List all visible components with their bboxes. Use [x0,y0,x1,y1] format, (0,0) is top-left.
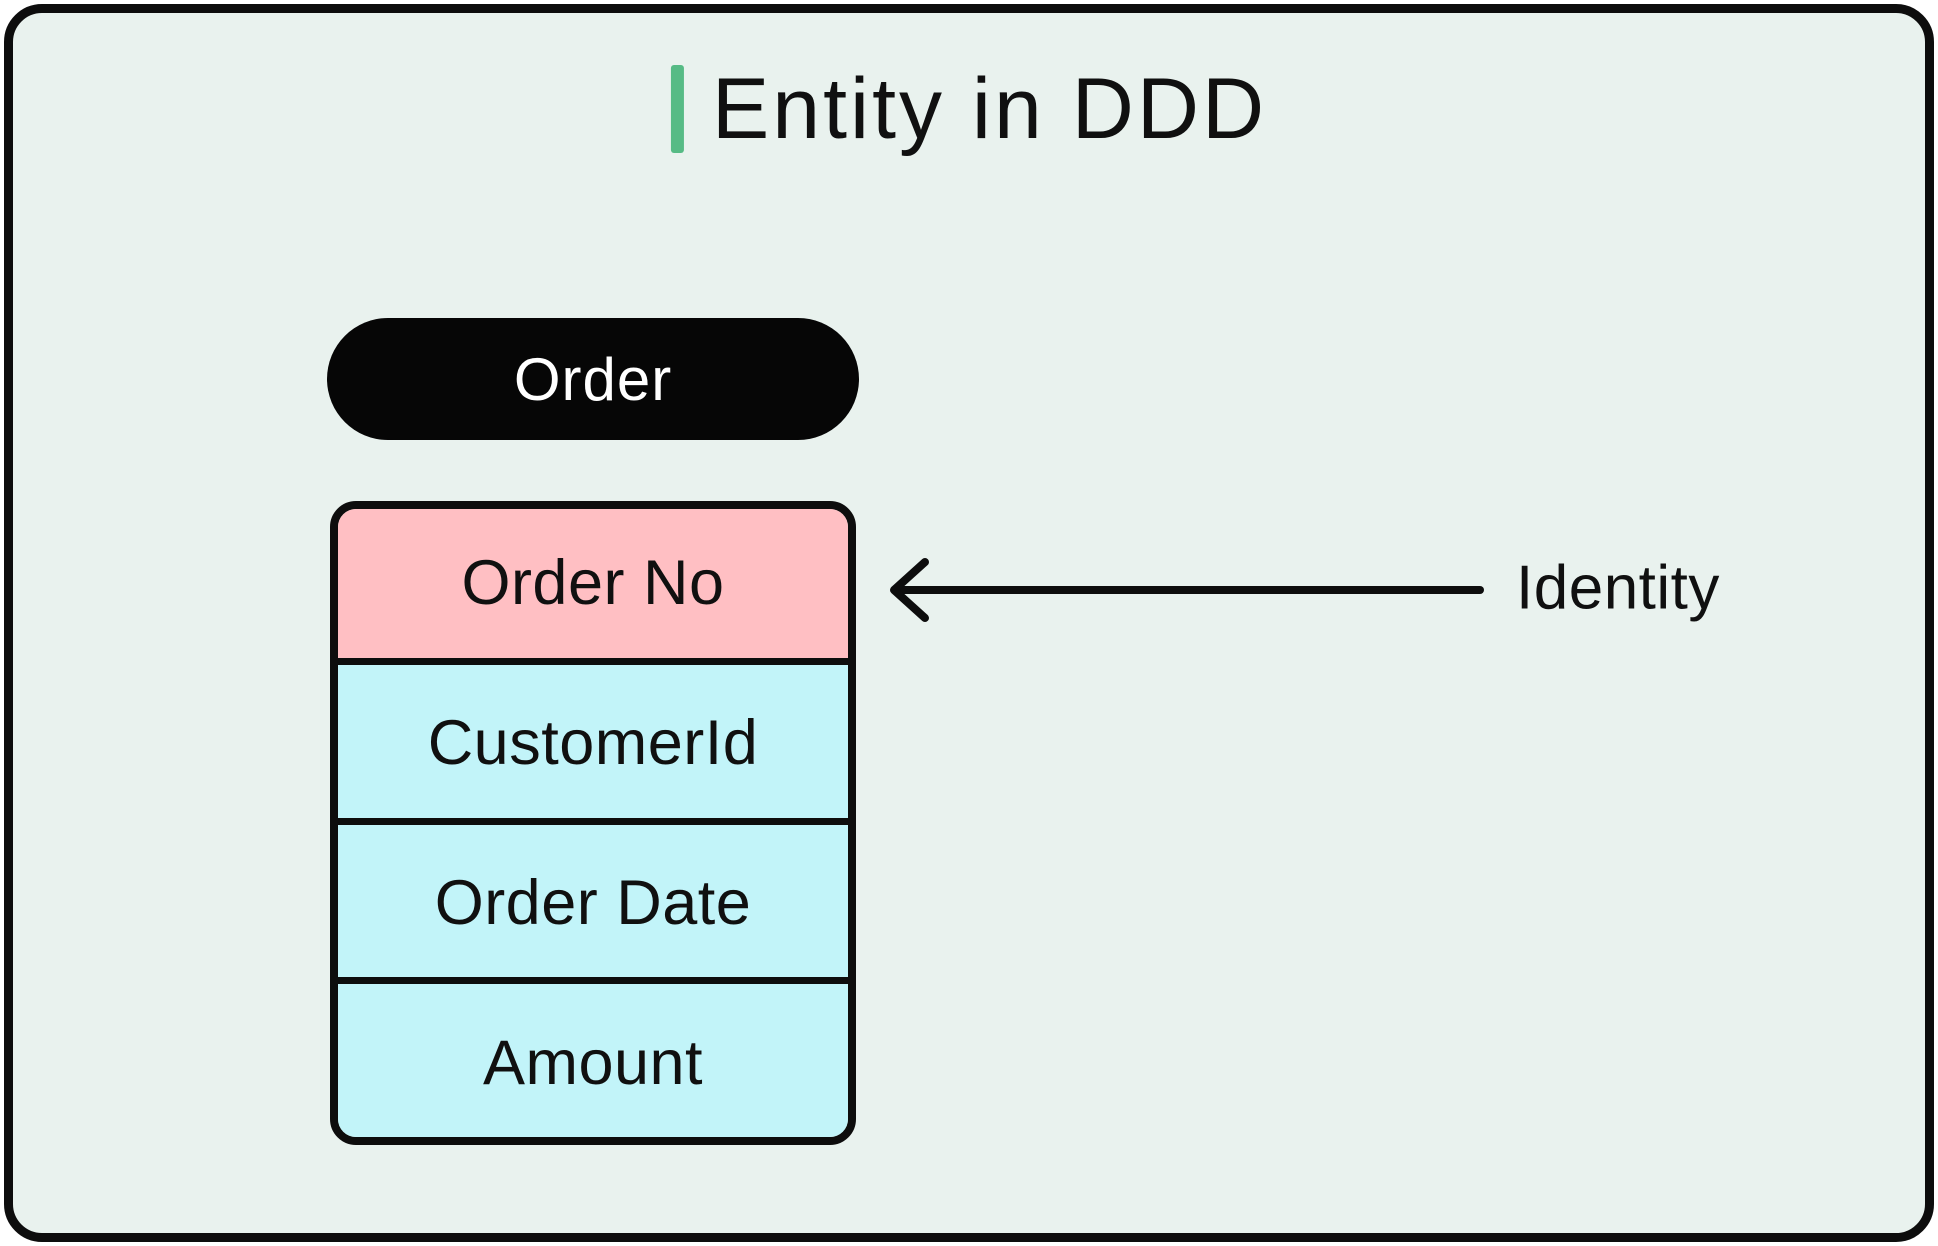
title-accent-bar [670,65,684,154]
diagram-title-row: Entity in DDD [670,61,1268,157]
attribute-label-customer-id: CustomerId [427,708,759,779]
attribute-label-order-date: Order Date [434,867,752,938]
attribute-row: Order Date [338,817,848,978]
entity-name-pill: Order [327,318,859,440]
attribute-row-identity: Order No [338,509,848,658]
entity-attributes-table: Order No CustomerId Order Date Amount [330,501,856,1145]
attribute-row: Amount [338,977,848,1137]
attribute-row: CustomerId [338,657,848,818]
diagram-frame [4,4,1934,1242]
identity-annotation-label: Identity [1516,553,1720,623]
attribute-label-order-no: Order No [461,548,725,619]
identity-arrow-icon [890,558,1484,622]
diagram-title: Entity in DDD [711,61,1268,157]
attribute-label-amount: Amount [482,1027,704,1098]
entity-name-label: Order [513,345,673,413]
